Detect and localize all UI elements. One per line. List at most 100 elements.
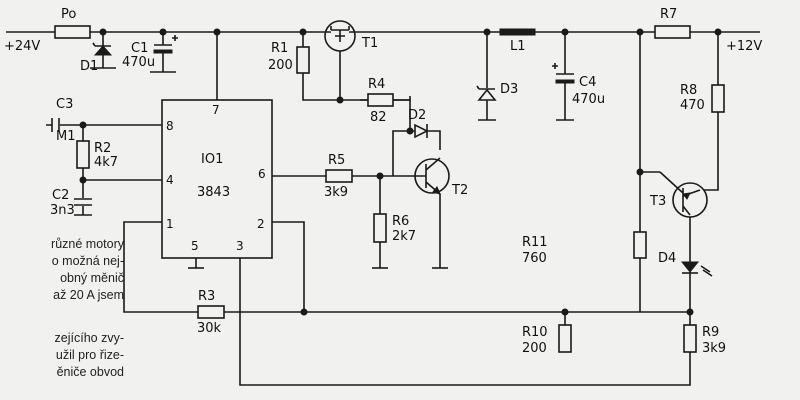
junction-dot	[406, 127, 414, 135]
label-r2: R2	[94, 141, 111, 156]
fuse-po	[54, 25, 91, 39]
label-r10-value: 200	[522, 341, 547, 356]
junction-dot	[300, 308, 308, 316]
label-r4: R4	[368, 77, 385, 92]
label-t3: T3	[649, 194, 666, 209]
label-ic: IO1	[201, 152, 223, 167]
label-r5-value: 3k9	[324, 185, 348, 200]
resistor-r7	[654, 25, 691, 39]
junction-dot	[714, 28, 722, 36]
capacitor-c3	[51, 118, 60, 132]
article-line: až 20 A jsem	[53, 288, 124, 302]
label-r3: R3	[198, 289, 215, 304]
led-d4	[680, 261, 713, 277]
junction-dot	[561, 28, 569, 36]
label-r8: R8	[680, 83, 697, 98]
label-r4-value: 82	[370, 110, 387, 125]
junction-dot	[99, 28, 107, 36]
label-r11-value: 760	[522, 251, 547, 266]
label-c2: C2	[52, 188, 69, 203]
capacitor-c4-plus	[552, 63, 558, 69]
transistor-t2	[414, 157, 450, 200]
article-line: o možná nej-	[51, 254, 124, 268]
label-c4-value: 470u	[572, 92, 605, 107]
label-c4: C4	[579, 75, 596, 90]
junction-dot	[376, 172, 384, 180]
transistor-t1-leads	[330, 26, 350, 42]
label-m1: M1	[56, 129, 76, 144]
ic-pin-7: 7	[212, 103, 220, 117]
capacitor-c4-plate	[555, 79, 575, 84]
diode-d2	[414, 123, 429, 139]
label-r1-value: 200	[268, 58, 293, 73]
capacitor-c1-plus	[172, 35, 178, 41]
resistor-r1	[296, 46, 310, 74]
label-c2-value: 3n3	[50, 203, 75, 218]
label-t2: T2	[451, 183, 468, 198]
label-po: Po	[61, 7, 76, 22]
led-d4-body	[680, 261, 700, 273]
ic-pin-6: 6	[258, 167, 266, 181]
label-c3: C3	[56, 97, 73, 112]
transistor-t3	[659, 171, 708, 218]
ic-3843	[161, 99, 273, 259]
label-r9: R9	[702, 325, 719, 340]
wire-r8	[700, 32, 719, 191]
wire-pin3	[239, 258, 691, 386]
label-r6: R6	[392, 214, 409, 229]
resistor-r6	[373, 213, 387, 243]
label-d2: D2	[408, 108, 426, 123]
wire-pin8	[46, 124, 162, 215]
capacitor-c1-plate	[153, 49, 173, 54]
label-r1: R1	[271, 41, 288, 56]
capacitor-c2	[74, 198, 92, 206]
diode-d1-bar	[92, 42, 111, 47]
junction-dots	[79, 28, 722, 316]
label-ic-type: 3843	[197, 185, 230, 200]
label-r6-value: 2k7	[392, 229, 416, 244]
resistor-r9	[683, 324, 697, 353]
wire-pin2	[272, 221, 305, 312]
ground-symbols	[74, 67, 574, 269]
resistor-r4	[367, 93, 394, 107]
diode-d3-bar	[476, 85, 495, 90]
resistor-r8	[711, 84, 725, 113]
ic-pin-1: 1	[166, 217, 174, 231]
article-line: ěniče obvod	[56, 365, 124, 379]
inductor-l1	[499, 28, 536, 36]
label-r8-value: 470	[680, 98, 705, 113]
junction-dot	[299, 28, 307, 36]
article-line: obný měnič	[60, 271, 124, 285]
label-output-voltage: +12V	[726, 39, 762, 54]
transistor-t2-leads	[415, 157, 441, 200]
junction-dot	[686, 308, 694, 316]
diode-d1	[93, 45, 113, 56]
label-input-voltage: +24V	[4, 39, 40, 54]
transistor-t2-arrow	[432, 186, 441, 195]
led-d4-rays	[700, 265, 713, 277]
transistor-t1	[324, 20, 356, 52]
label-r5: R5	[328, 153, 345, 168]
junction-dot	[213, 28, 221, 36]
label-r11: R11	[522, 235, 548, 250]
diode-d3	[477, 88, 497, 101]
junction-dot	[159, 28, 167, 36]
junction-dot	[79, 176, 87, 184]
ic-pin-2: 2	[257, 217, 265, 231]
label-d4: D4	[658, 251, 676, 266]
resistor-r2	[76, 140, 90, 169]
transistor-t3-leads	[659, 171, 701, 216]
label-l1: L1	[510, 39, 526, 54]
label-r9-value: 3k9	[702, 341, 726, 356]
junction-dot	[483, 28, 491, 36]
label-r2-value: 4k7	[94, 155, 118, 170]
resistor-r3	[197, 305, 225, 319]
label-t1: T1	[361, 36, 378, 51]
labels: +24V +12V Po D1 C1 470u C3 M1 R2 4k7 C2 …	[4, 7, 762, 356]
article-line: užil pro řize-	[55, 348, 124, 362]
transistor-t3-arrow	[682, 192, 691, 200]
article-line: zejícího zvy-	[54, 331, 124, 345]
junction-dot	[336, 96, 344, 104]
